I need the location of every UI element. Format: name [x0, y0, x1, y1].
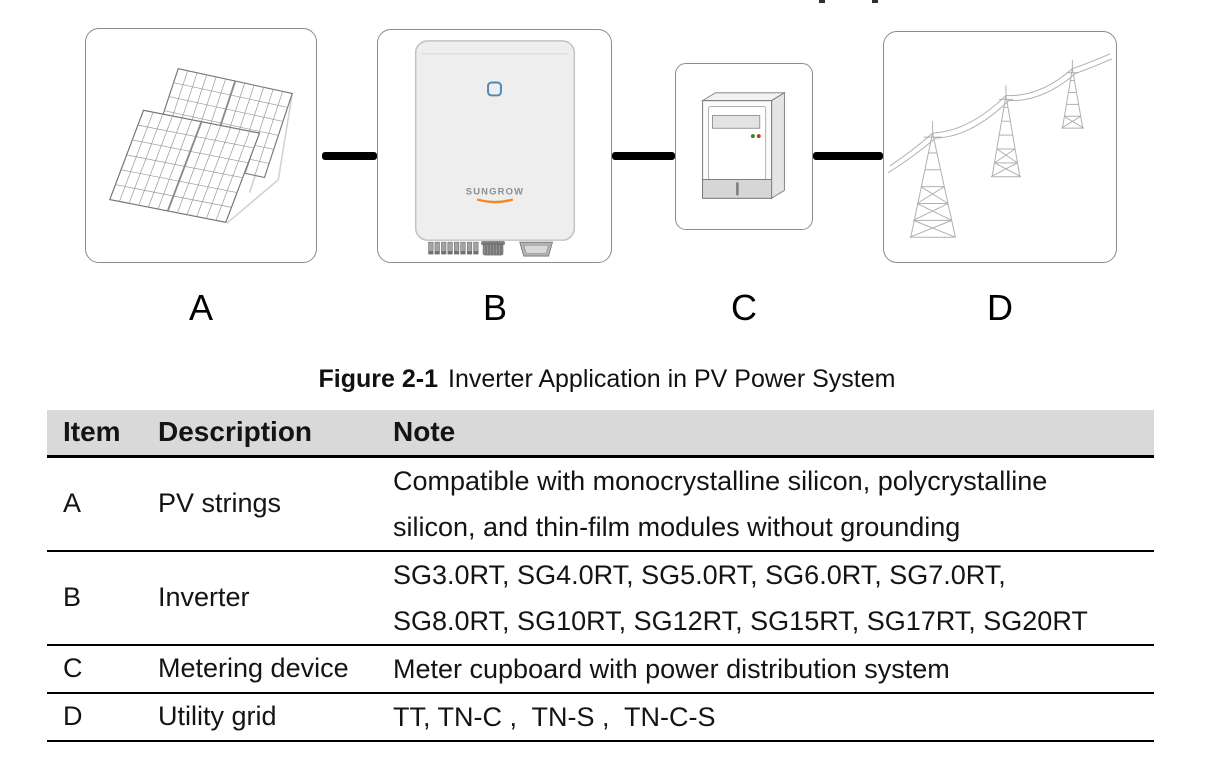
connector-line-a-b [322, 152, 377, 160]
diagram-box-utility-grid [883, 31, 1117, 263]
inverter-icon: SUNGROW [414, 40, 576, 257]
component-table: Item Description Note A PV strings Compa… [47, 410, 1154, 742]
sungrow-logo-swoosh [476, 198, 514, 204]
table-cell-note: Compatible with monocrystalline silicon,… [382, 456, 1154, 552]
table-cell-description: PV strings [147, 456, 382, 552]
table-cell-item: D [47, 692, 147, 742]
column-header-description: Description [147, 410, 382, 458]
table-cell-item: C [47, 644, 147, 694]
figure-caption-title: Inverter Application in PV Power System [448, 365, 896, 393]
diagram-label-d: D [987, 287, 1013, 328]
meter-icon [701, 91, 786, 200]
figure-caption-number: Figure 2-1 [318, 365, 439, 393]
inverter-led-indicator [487, 81, 502, 97]
table-row: D Utility grid TT, TN-C , TN-S , TN-C-S [47, 692, 1154, 742]
table-cell-item: A [47, 456, 147, 552]
dc-connectors [428, 241, 479, 255]
table-row: C Metering device Meter cupboard with po… [47, 644, 1154, 694]
column-header-note: Note [382, 410, 1154, 458]
table-cell-description: Metering device [147, 644, 382, 694]
diagram-label-a: A [188, 287, 213, 328]
meter-led-green [750, 134, 755, 139]
diagram-label-c: C [731, 287, 757, 328]
table-row: B Inverter SG3.0RT, SG4.0RT, SG5.0RT, SG… [47, 550, 1154, 646]
figure-caption: Figure 2-1 Inverter Application in PV Pow… [0, 365, 1214, 394]
diagram-box-pv-strings [85, 28, 317, 263]
diagram-box-metering-device [675, 63, 813, 230]
column-header-item: Item [47, 410, 147, 458]
solar-panel-icon [109, 68, 293, 224]
table-cell-description: Utility grid [147, 692, 382, 742]
table-cell-note: TT, TN-C , TN-S , TN-C-S [382, 692, 1154, 742]
table-cell-description: Inverter [147, 550, 382, 646]
ac-connector [519, 241, 554, 257]
table-header-row: Item Description Note [47, 410, 1154, 458]
table-cell-note: SG3.0RT, SG4.0RT, SG5.0RT, SG6.0RT, SG7.… [382, 550, 1154, 646]
sungrow-logo: SUNGROW [466, 186, 525, 197]
table-cell-note: Meter cupboard with power distribution s… [382, 644, 1154, 694]
diagram-label-b: B [482, 287, 507, 328]
connector-line-b-c [612, 152, 675, 160]
cropped-text-artifact [819, 0, 825, 3]
meter-display [712, 115, 761, 129]
cropped-text-artifact [872, 0, 878, 3]
transmission-tower-icon [887, 53, 1113, 238]
connector-line-c-d [813, 152, 883, 160]
table-row: A PV strings Compatible with monocrystal… [47, 456, 1154, 552]
diagram-box-inverter: SUNGROW [377, 29, 612, 263]
meter-led-red [756, 134, 761, 139]
table-cell-item: B [47, 550, 147, 646]
comm-connector [481, 241, 505, 256]
